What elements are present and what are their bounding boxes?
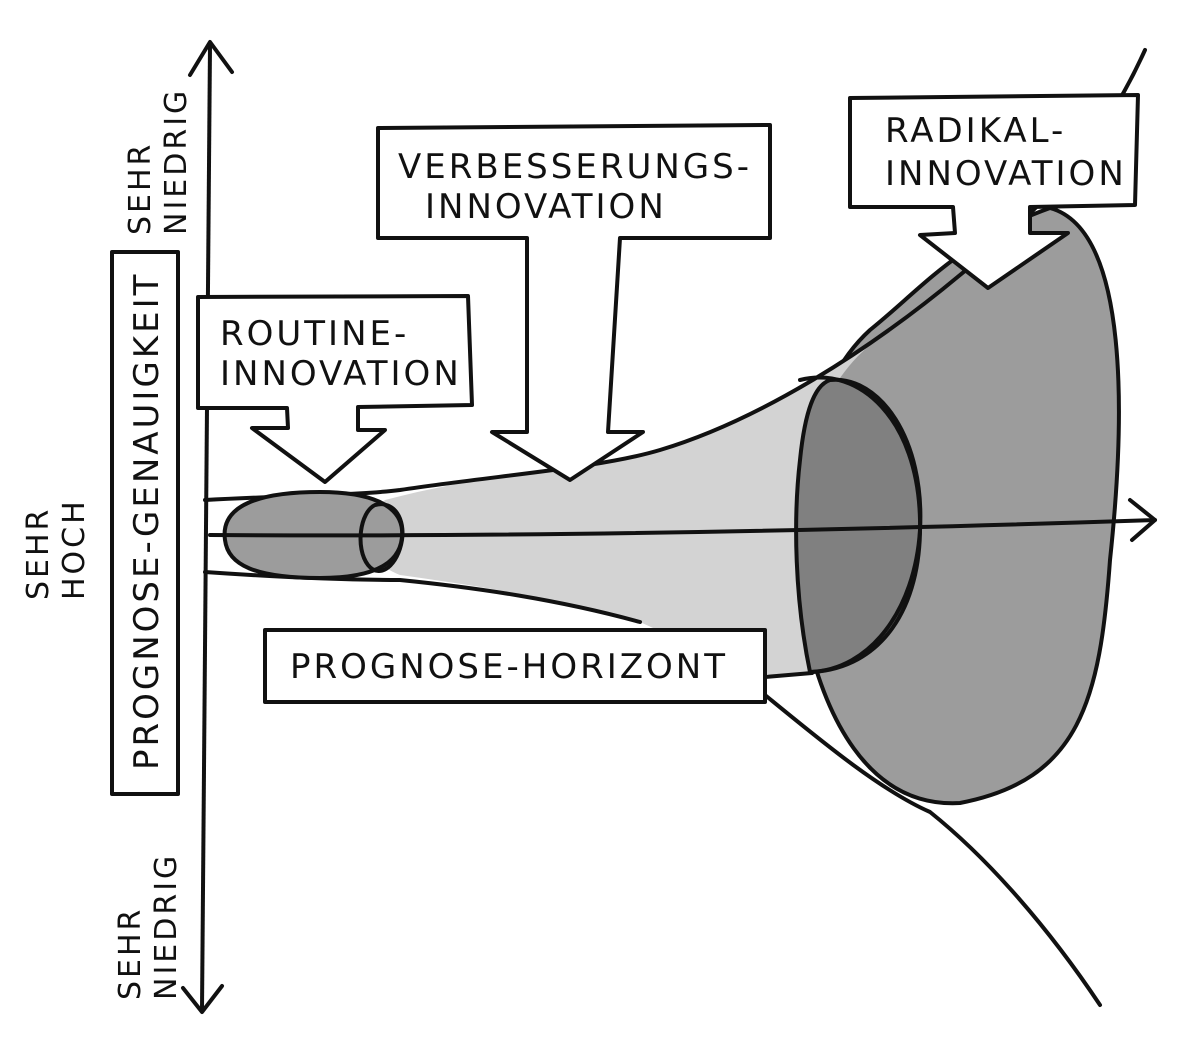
prognose-genauigkeit-box xyxy=(110,250,180,796)
routine-innovation-label-line2: INNOVATION xyxy=(220,354,462,394)
radikal-innovation-callout xyxy=(848,93,1140,290)
verbesserungs-innovation-label-line2: INNOVATION xyxy=(425,187,667,227)
funnel-lower-line-far xyxy=(763,693,1102,1007)
radikal-innovation-label-line2: INNOVATION xyxy=(885,154,1127,194)
axis-label-top-line2: NIEDRIG xyxy=(159,88,194,235)
axis-label-middle-line2: HOCH xyxy=(57,498,92,600)
routine-overlap-oval xyxy=(358,502,405,573)
axis-label-top: SEHR NIEDRIG xyxy=(123,88,194,235)
axis-label-bottom: SEHR NIEDRIG xyxy=(113,853,184,1000)
vertical-axis-line xyxy=(200,43,212,1012)
verbesserungs-innovation-cone xyxy=(365,345,870,675)
verbesserungs-innovation-label-line1: VERBESSERUNGS- xyxy=(398,147,752,187)
axis-label-middle-line1: SEHR xyxy=(21,507,56,600)
axis-label-bottom-line2: NIEDRIG xyxy=(149,853,184,1000)
axis-label-middle: SEHR HOCH xyxy=(21,498,92,600)
axis-label-top-line1: SEHR xyxy=(123,142,158,235)
prognose-genauigkeit-label: PROGNOSE-GENAUIGKEIT xyxy=(127,272,167,770)
vertical-axis-arrow-top xyxy=(188,40,234,77)
horizontal-axis-line xyxy=(208,518,1157,538)
prognose-horizont-box xyxy=(263,628,767,704)
verbesserungs-oval-outline xyxy=(798,375,923,674)
radikal-innovation-label-line1: RADIKAL- xyxy=(885,111,1066,151)
routine-innovation-callout xyxy=(196,294,474,484)
horizont-tail-line xyxy=(763,671,814,679)
routine-innovation-label-line1: ROUTINE- xyxy=(220,314,409,354)
vertical-axis-arrow-bottom xyxy=(181,984,224,1014)
horizontal-axis-arrow xyxy=(1128,498,1157,542)
axis-label-bottom-line1: SEHR xyxy=(113,907,148,1000)
prognose-horizont-label: PROGNOSE-HORIZONT xyxy=(290,647,728,687)
verbesserungs-innovation-callout xyxy=(376,123,772,482)
radikal-innovation-shape xyxy=(795,205,1121,806)
